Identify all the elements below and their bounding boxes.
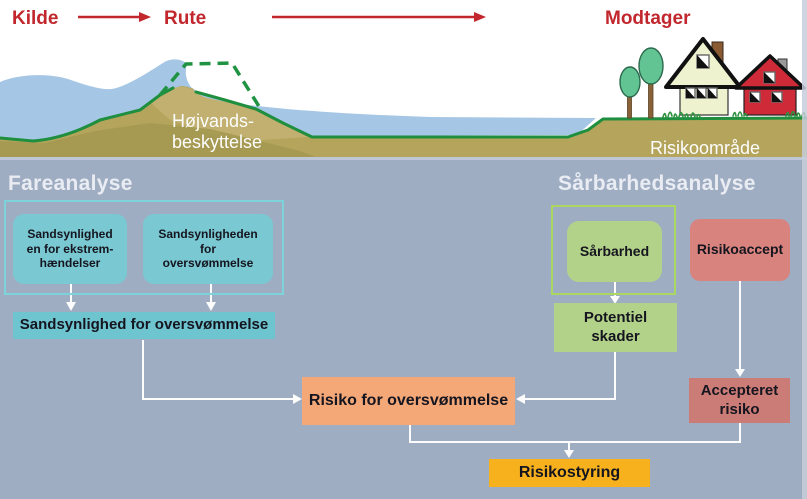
tree-crown (619, 66, 641, 98)
box-line: skader (591, 327, 640, 345)
window (685, 54, 718, 99)
box-line: Accepteret (700, 382, 779, 400)
box-line: Risikostyring (518, 464, 621, 482)
water (0, 59, 596, 141)
house-cream (664, 37, 742, 116)
arrow-kilde-to-rute (78, 12, 151, 22)
box-line: Sandsynligheden (158, 227, 258, 242)
landscape-illustration: Kilde Rute Modtager Højvands- beskyttels… (0, 0, 807, 158)
box-line: Sandsynlighed for oversvømmelse (19, 316, 269, 334)
box-probability-of-flooding: Sandsynligheden for oversvømmelse (143, 214, 273, 284)
box-probability-extreme-events: Sandsynlighed en for ekstrem- hændelser (13, 214, 127, 284)
box-risk-management: Risikostyring (489, 459, 650, 487)
terrain-line (0, 86, 807, 143)
box-line: Risiko for oversvømmelse (308, 392, 509, 410)
label-source: Kilde (12, 8, 58, 29)
trees (619, 47, 664, 119)
hazard-group-frame (4, 200, 284, 295)
box-line: risiko (719, 400, 760, 418)
right-edge-strip (802, 0, 807, 499)
vulnerability-analysis-title: Sårbarhedsanalyse (558, 172, 756, 195)
box-line: for (200, 241, 216, 256)
hazard-analysis-title: Fareanalyse (8, 172, 133, 195)
tree-crown (638, 47, 664, 85)
planned-protection-line (158, 61, 262, 109)
box-line: Sandsynlighed (27, 227, 113, 242)
box-accepted-risk: Accepteret risiko (689, 378, 790, 423)
window (749, 71, 783, 103)
house-red (734, 54, 806, 116)
vulnerability-group-frame (551, 205, 676, 295)
box-risk-acceptance: Risikoaccept (690, 219, 790, 281)
box-line: Sårbarhed (579, 242, 650, 259)
label-receiver: Modtager (605, 8, 691, 29)
foreground-shade (0, 123, 318, 158)
box-line: oversvømmelse (162, 256, 254, 271)
label-protection-line2: beskyttelse (172, 132, 262, 152)
box-line: hændelser (39, 256, 101, 271)
arrow-rute-to-modtager (272, 12, 486, 22)
label-route: Rute (164, 8, 206, 29)
box-line: en for ekstrem- (26, 241, 114, 256)
dike-highlight (150, 86, 308, 140)
box-vulnerability: Sårbarhed (567, 221, 662, 282)
label-risk-area: Risikoområde (650, 138, 760, 158)
box-line: Risikoaccept (696, 241, 784, 258)
grass-tufts (662, 110, 806, 118)
box-line: Potentiel (583, 309, 648, 327)
box-potential-damage: Potentiel skader (554, 303, 677, 352)
label-protection-line1: Højvands- (172, 111, 254, 131)
box-flood-risk: Risiko for oversvømmelse (302, 377, 515, 425)
box-flood-probability-result: Sandsynlighed for oversvømmelse (13, 312, 275, 339)
